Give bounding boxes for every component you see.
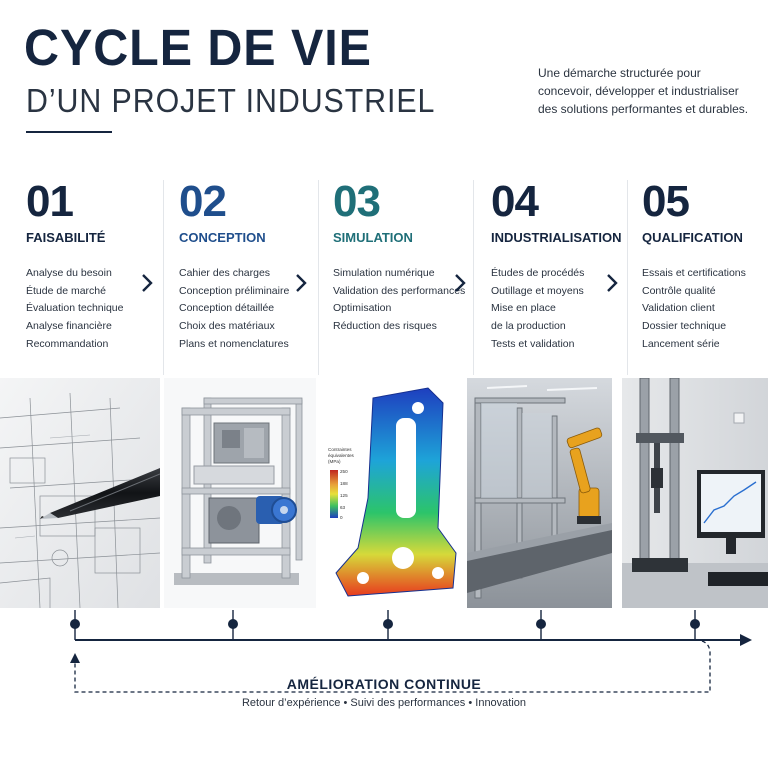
column-divider — [627, 180, 628, 375]
timeline-node — [383, 619, 393, 629]
intro-text: Une démarche structurée pour concevoir, … — [538, 64, 758, 118]
fea-legend-tick: 0 — [340, 515, 343, 520]
fea-legend-tick: 125 — [340, 493, 348, 498]
arrow-right-icon — [740, 634, 752, 646]
intro-line: concevoir, développer et industrialiser — [538, 84, 739, 98]
timeline-node — [536, 619, 546, 629]
fea-legend-tick: 250 — [340, 469, 348, 474]
list-item: Analyse financière — [26, 320, 112, 333]
list-item: Conception préliminaire — [179, 284, 290, 297]
list-item: Essais et certifications — [642, 267, 746, 279]
timeline-node — [228, 619, 238, 629]
list-item: Optimisation — [333, 302, 392, 315]
testing-machine-image — [622, 378, 768, 608]
timeline-node — [70, 619, 80, 629]
list-item: Outillage et moyens — [491, 284, 584, 297]
list-item: Recommandation — [26, 337, 109, 350]
intro-line: des solutions performantes et durables. — [538, 102, 749, 116]
list-item: Réduction des risques — [333, 320, 437, 333]
feedback-loop — [74, 639, 711, 693]
timeline — [70, 610, 752, 693]
fea-legend-title: équivalentes — [328, 453, 354, 458]
step-number: 05 — [642, 177, 690, 226]
step-number: 03 — [333, 177, 381, 226]
step-items: Essais et certifications Contrôle qualit… — [642, 265, 746, 354]
list-item: Contrôle qualité — [642, 284, 716, 297]
column-divider — [318, 180, 319, 375]
fea-legend-title: Contraintes — [328, 447, 352, 452]
step-title: QUALIFICATION — [642, 230, 743, 245]
fea-legend-title: (MPa) — [328, 459, 341, 464]
step-number: 04 — [491, 177, 539, 226]
chevron-right-icon — [296, 274, 307, 292]
chevron-right-icon — [142, 274, 153, 292]
timeline-node — [690, 619, 700, 629]
machine-assembly-image — [164, 378, 316, 608]
list-item: Études de procédés — [491, 267, 585, 279]
list-item: de la production — [491, 320, 566, 333]
list-item: Choix des matériaux — [179, 320, 275, 333]
list-item: Validation client — [642, 302, 715, 315]
list-item: Analyse du besoin — [26, 267, 112, 279]
chevron-right-icon — [607, 274, 618, 292]
production-line-image — [467, 378, 612, 608]
list-item: Mise en place — [491, 302, 556, 315]
continuous-improvement-title: AMÉLIORATION CONTINUE — [286, 676, 482, 692]
step-title: CONCEPTION — [179, 230, 266, 245]
step-items: Simulation numérique Validation des perf… — [333, 265, 465, 336]
list-item: Simulation numérique — [333, 267, 435, 279]
arrow-up-icon — [70, 653, 80, 663]
intro-line: Une démarche structurée pour — [538, 66, 701, 80]
continuous-improvement-subtitle: Retour d’expérience • Suivi des performa… — [241, 697, 527, 709]
list-item: Validation des performances — [333, 284, 466, 297]
page-title: CYCLE DE VIE — [24, 19, 372, 76]
list-item: Étude de marché — [26, 284, 106, 297]
chevron-right-icon — [455, 274, 466, 292]
list-item: Tests et validation — [491, 337, 575, 350]
list-item: Conception détaillée — [179, 302, 275, 315]
blueprint-sketch-image — [0, 378, 160, 608]
step-number: 01 — [26, 177, 74, 226]
list-item: Évaluation technique — [26, 302, 124, 315]
step-title: SIMULATION — [333, 230, 413, 245]
column-divider — [473, 180, 474, 375]
list-item: Cahier des charges — [179, 267, 271, 279]
step-items: Cahier des charges Conception préliminai… — [179, 265, 289, 354]
step-title: FAISABILITÉ — [26, 230, 106, 245]
fea-legend-tick: 188 — [340, 481, 348, 486]
list-item: Lancement série — [642, 337, 720, 350]
column-divider — [163, 180, 164, 375]
list-item: Plans et nomenclatures — [179, 337, 289, 350]
page-subtitle-heading: D’UN PROJET INDUSTRIEL — [26, 82, 436, 119]
step-title: INDUSTRIALISATION — [491, 230, 622, 245]
list-item: Dossier technique — [642, 320, 727, 333]
step-items: Analyse du besoin Étude de marché Évalua… — [26, 265, 124, 354]
step-items: Études de procédés Outillage et moyens M… — [491, 265, 584, 354]
step-number: 02 — [179, 177, 227, 226]
fea-legend-tick: 63 — [340, 505, 346, 510]
title-underline — [26, 131, 112, 133]
fea-simulation-image: Contraintes équivalentes (MPa) 250 188 1… — [318, 378, 472, 608]
